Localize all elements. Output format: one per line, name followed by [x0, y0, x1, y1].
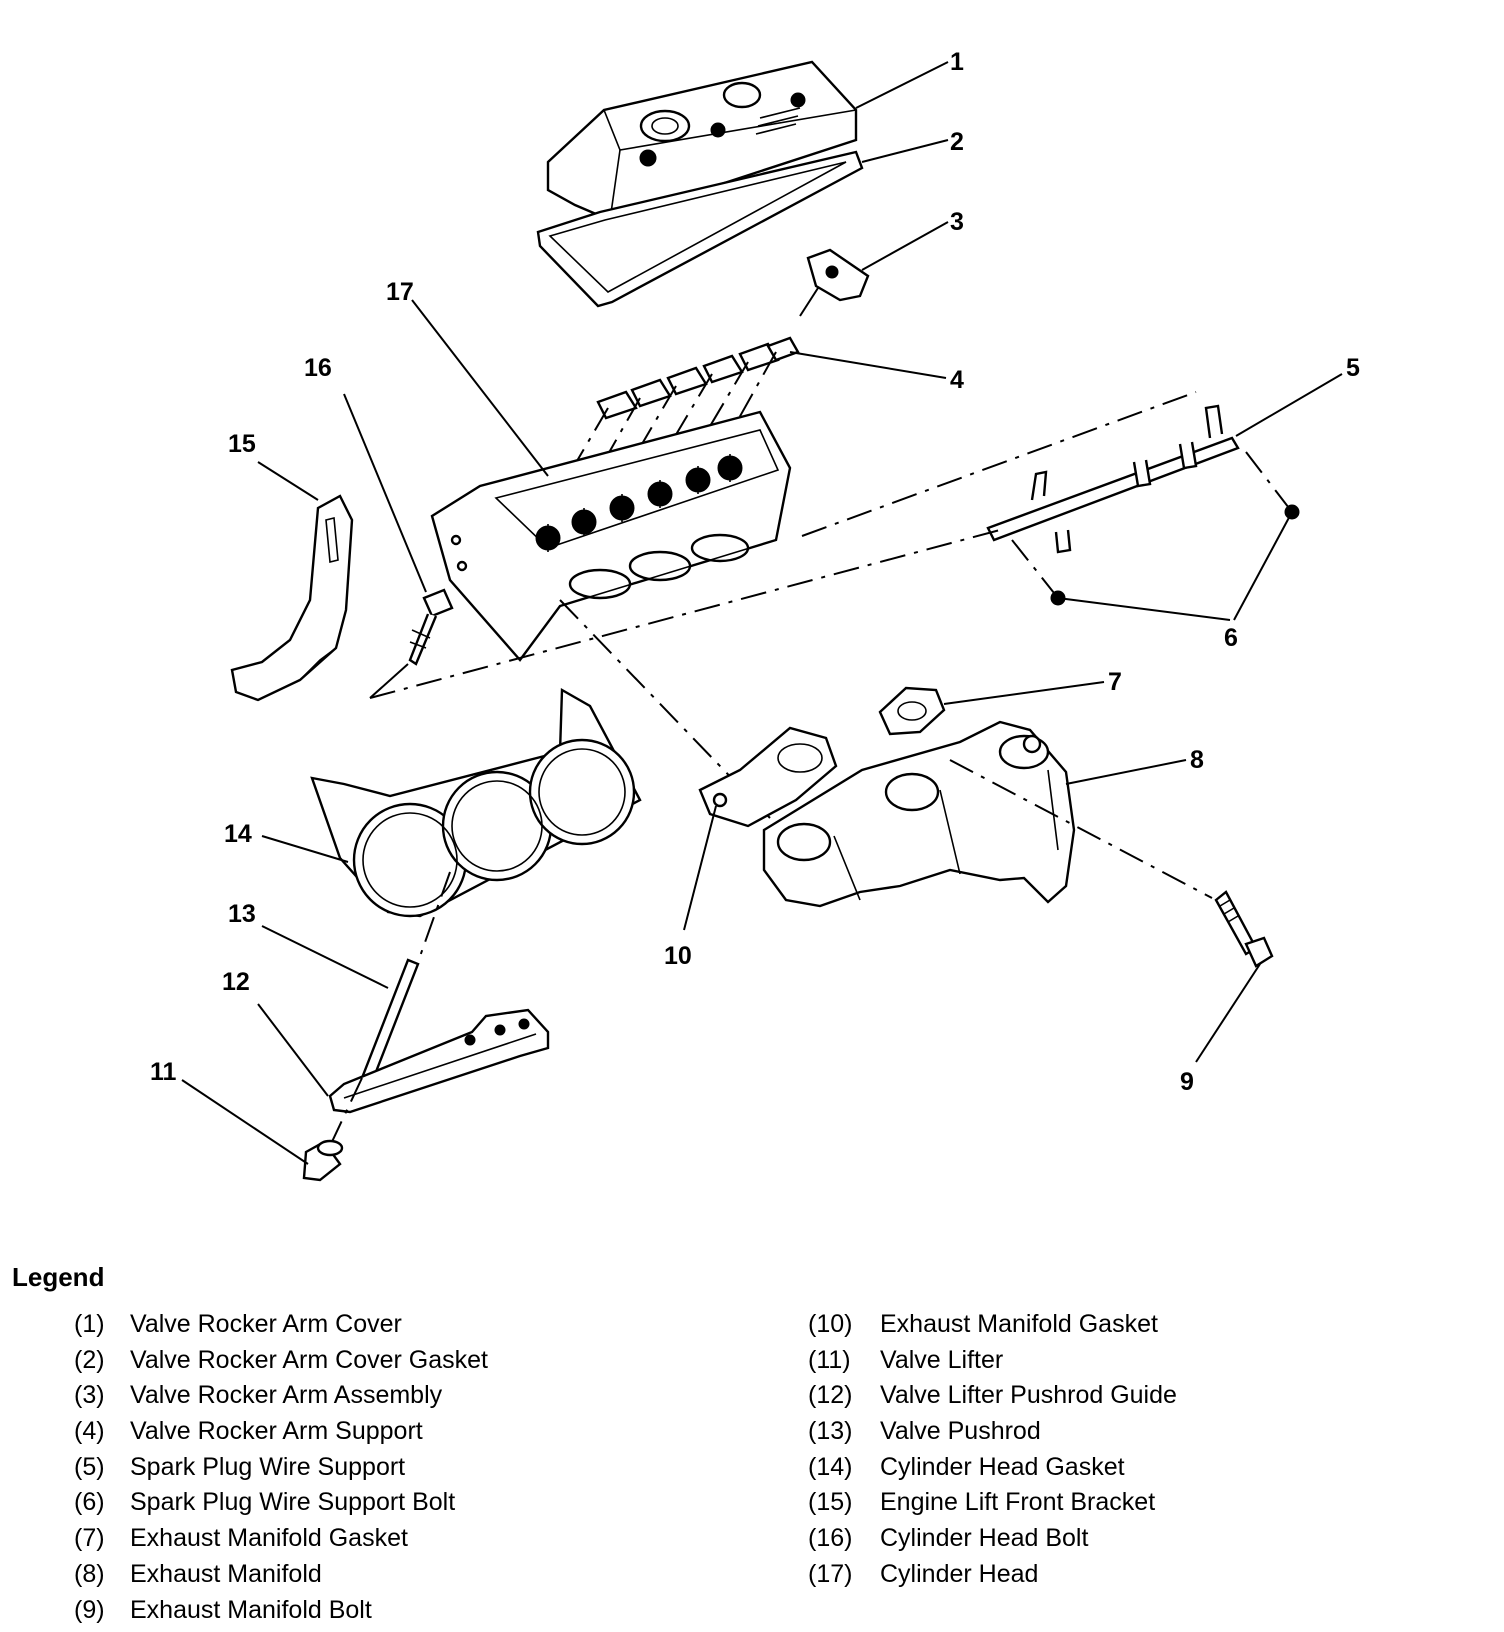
legend-item-number: (5)	[74, 1452, 105, 1481]
legend-item: (1) Valve Rocker Arm Cover	[74, 1310, 488, 1346]
legend-item-number: (11)	[808, 1345, 851, 1374]
legend-item-label: Valve Rocker Arm Support	[130, 1417, 423, 1446]
callout-8: 8	[1190, 746, 1204, 774]
cylinder-head-gasket	[310, 687, 642, 918]
callout-4: 4	[950, 366, 964, 394]
legend-item: (17) Cylinder Head	[808, 1560, 1177, 1596]
legend-list-left: (1) Valve Rocker Arm Cover (2) Valve Rocke…	[74, 1310, 488, 1631]
legend-item-number: (7)	[74, 1524, 105, 1553]
spark-plug-wire-support	[986, 404, 1240, 554]
legend-item-number: (4)	[74, 1417, 105, 1446]
legend-item-number: (13)	[808, 1417, 853, 1446]
valve-rocker-arm-assembly	[799, 248, 870, 317]
callout-12: 12	[222, 968, 250, 996]
callout-11: 11	[150, 1058, 177, 1086]
legend-item-label: Exhaust Manifold	[130, 1559, 322, 1588]
exhaust-manifold-bolt	[1214, 890, 1274, 968]
callout-5: 5	[1346, 354, 1360, 382]
exhaust-manifold-gasket-10	[698, 726, 838, 828]
callout-6: 6	[1224, 624, 1238, 652]
callout-10: 10	[664, 942, 692, 970]
exhaust-manifold	[762, 720, 1076, 908]
valve-rocker-arm-cover	[546, 60, 858, 222]
legend-item: (3) Valve Rocker Arm Assembly	[74, 1381, 488, 1417]
cylinder-head	[430, 410, 792, 662]
legend-item: (7) Exhaust Manifold Gasket	[74, 1524, 488, 1560]
legend-item-label: Valve Rocker Arm Cover	[130, 1310, 402, 1338]
legend-item-number: (9)	[74, 1595, 105, 1624]
valve-lifter	[302, 1139, 344, 1182]
legend-item-number: (8)	[74, 1559, 105, 1588]
legend-item-number: (14)	[808, 1452, 853, 1481]
legend-item-label: Valve Lifter Pushrod Guide	[880, 1381, 1177, 1410]
valve-rocker-arm-supports	[596, 336, 800, 420]
legend-title: Legend	[12, 1262, 105, 1292]
legend-item-label: Spark Plug Wire Support	[130, 1452, 406, 1481]
callout-15: 15	[228, 430, 256, 458]
legend-list-right: (10) Exhaust Manifold Gasket (11) Valve Li…	[808, 1310, 1177, 1596]
legend-item-label: Valve Pushrod	[880, 1417, 1041, 1446]
legend-item: (12) Valve Lifter Pushrod Guide	[808, 1381, 1177, 1417]
legend-item: (14) Cylinder Head Gasket	[808, 1453, 1177, 1489]
legend-item-label: Valve Lifter	[880, 1345, 1004, 1374]
legend-item-number: (15)	[808, 1488, 853, 1517]
legend-item: (9) Exhaust Manifold Bolt	[74, 1596, 488, 1632]
cylinder-head-bolt	[408, 588, 454, 666]
legend-item-number: (1)	[74, 1310, 105, 1338]
exploded-view-diagram: 1 2 3 4 5 6 7 8 9 10 11 12 13 14 15 16 1…	[150, 48, 1360, 1182]
legend-item-label: Cylinder Head Gasket	[880, 1452, 1125, 1481]
callout-1: 1	[950, 48, 964, 76]
legend-item: (13) Valve Pushrod	[808, 1417, 1177, 1453]
callout-17: 17	[386, 278, 414, 306]
legend-item-number: (16)	[808, 1524, 853, 1553]
legend-item-label: Engine Lift Front Bracket	[880, 1488, 1156, 1517]
exhaust-manifold-gasket-7	[878, 686, 946, 736]
legend-item-number: (10)	[808, 1310, 853, 1338]
valve-rocker-arm-cover-gasket	[536, 150, 864, 308]
legend-item-label: Exhaust Manifold Gasket	[880, 1310, 1158, 1338]
legend-item: (5) Spark Plug Wire Support	[74, 1453, 488, 1489]
callout-14: 14	[224, 820, 252, 848]
legend-item-label: Exhaust Manifold Bolt	[130, 1595, 372, 1624]
callout-3: 3	[950, 208, 964, 236]
legend-item: (11) Valve Lifter	[808, 1346, 1177, 1382]
legend-item: (6) Spark Plug Wire Support Bolt	[74, 1488, 488, 1524]
legend-item-number: (6)	[74, 1488, 105, 1517]
legend-item: (10) Exhaust Manifold Gasket	[808, 1310, 1177, 1346]
legend-item-number: (17)	[808, 1559, 853, 1588]
legend-item-number: (12)	[808, 1381, 853, 1410]
callout-9: 9	[1180, 1068, 1194, 1096]
legend-item: (15) Engine Lift Front Bracket	[808, 1488, 1177, 1524]
engine-lift-front-bracket	[230, 494, 354, 702]
legend-item-number: (2)	[74, 1345, 105, 1374]
legend-item-label: Exhaust Manifold Gasket	[130, 1524, 408, 1553]
legend-item: (16) Cylinder Head Bolt	[808, 1524, 1177, 1560]
valve-lifter-pushrod-guide	[328, 1008, 550, 1114]
callout-2: 2	[950, 128, 964, 156]
legend-item-label: Spark Plug Wire Support Bolt	[130, 1488, 456, 1517]
callout-7: 7	[1108, 668, 1122, 696]
legend-item: (4) Valve Rocker Arm Support	[74, 1417, 488, 1453]
legend-item: (8) Exhaust Manifold	[74, 1560, 488, 1596]
legend-item: (2) Valve Rocker Arm Cover Gasket	[74, 1346, 488, 1382]
legend-item-label: Cylinder Head Bolt	[880, 1524, 1089, 1553]
callout-13: 13	[228, 900, 256, 928]
legend-item-label: Valve Rocker Arm Assembly	[130, 1381, 443, 1410]
legend-item-label: Cylinder Head	[880, 1559, 1039, 1588]
legend-item-label: Valve Rocker Arm Cover Gasket	[130, 1345, 488, 1374]
legend-item-number: (3)	[74, 1381, 105, 1410]
callout-16: 16	[304, 354, 332, 382]
